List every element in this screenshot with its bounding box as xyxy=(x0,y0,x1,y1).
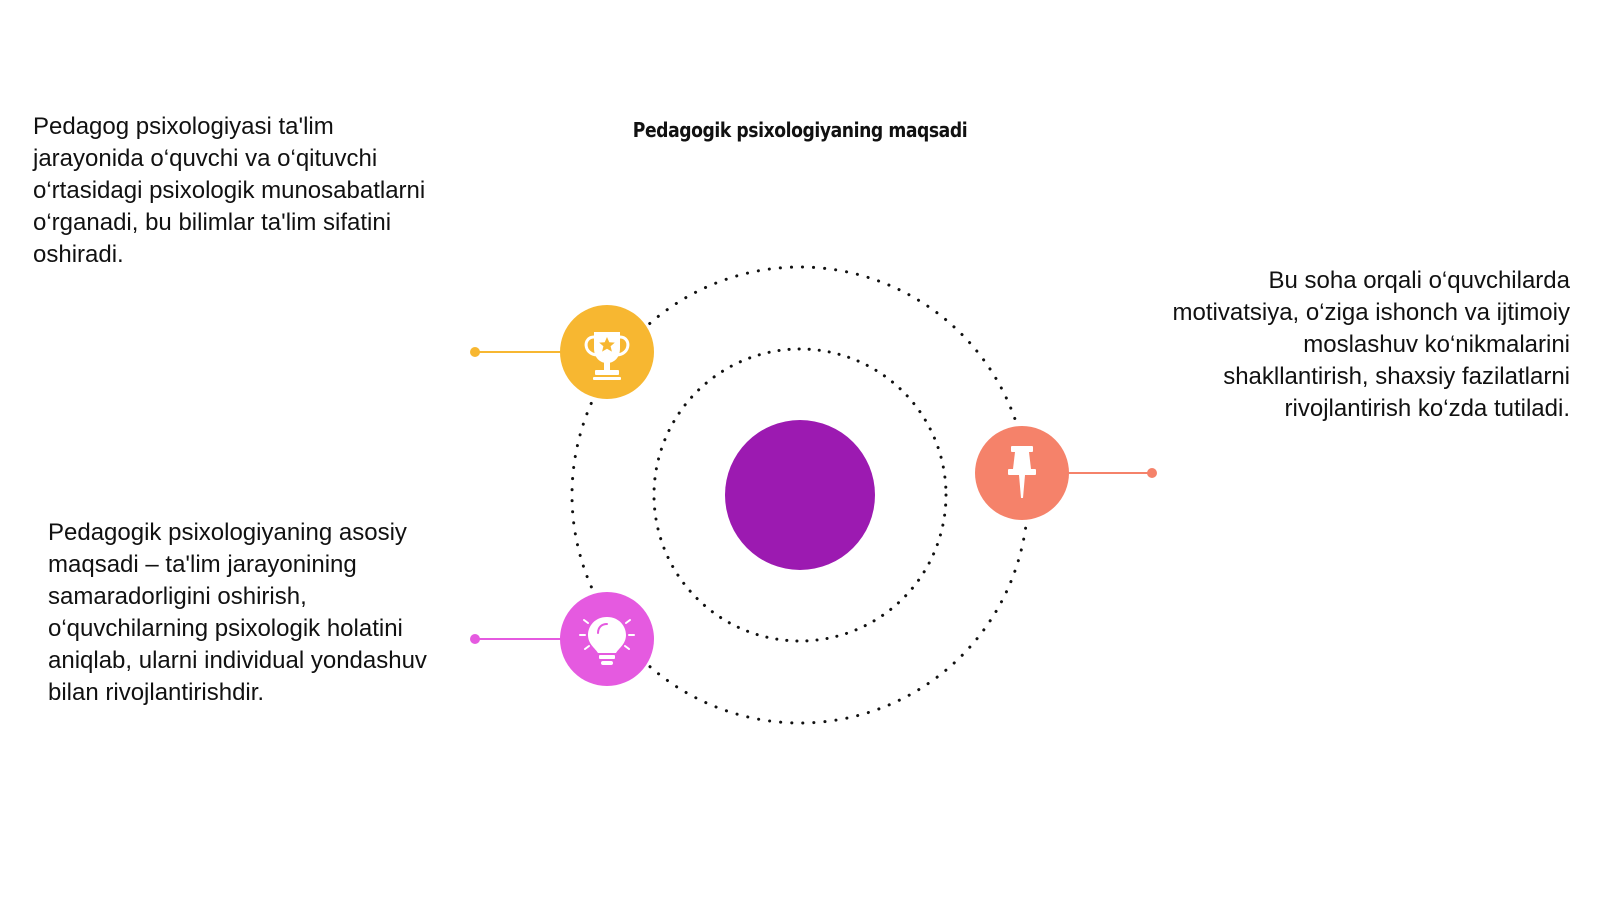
node-lightbulb xyxy=(560,592,654,686)
node-trophy xyxy=(560,305,654,399)
text-top-left: Pedagog psixologiyasi ta'lim jarayonida … xyxy=(33,113,426,268)
pushpin-icon xyxy=(1008,446,1036,498)
inner-orbit xyxy=(652,347,948,643)
center-circle xyxy=(725,420,875,570)
text-right: Bu soha orqali o‘quvchilarda motivatsiya… xyxy=(1172,267,1571,422)
connector-top-left xyxy=(470,347,562,357)
node-pushpin xyxy=(975,426,1069,520)
connector-bottom-left xyxy=(470,634,562,644)
lightbulb-icon xyxy=(579,617,635,665)
connector-right xyxy=(1066,468,1157,478)
trophy-icon xyxy=(584,332,630,380)
text-bottom-left: Pedagogik psixologiyaning asosiy maqsadi… xyxy=(48,519,427,706)
diagram-title: Pedagogik psixologiyaning maqsadi xyxy=(632,118,968,142)
